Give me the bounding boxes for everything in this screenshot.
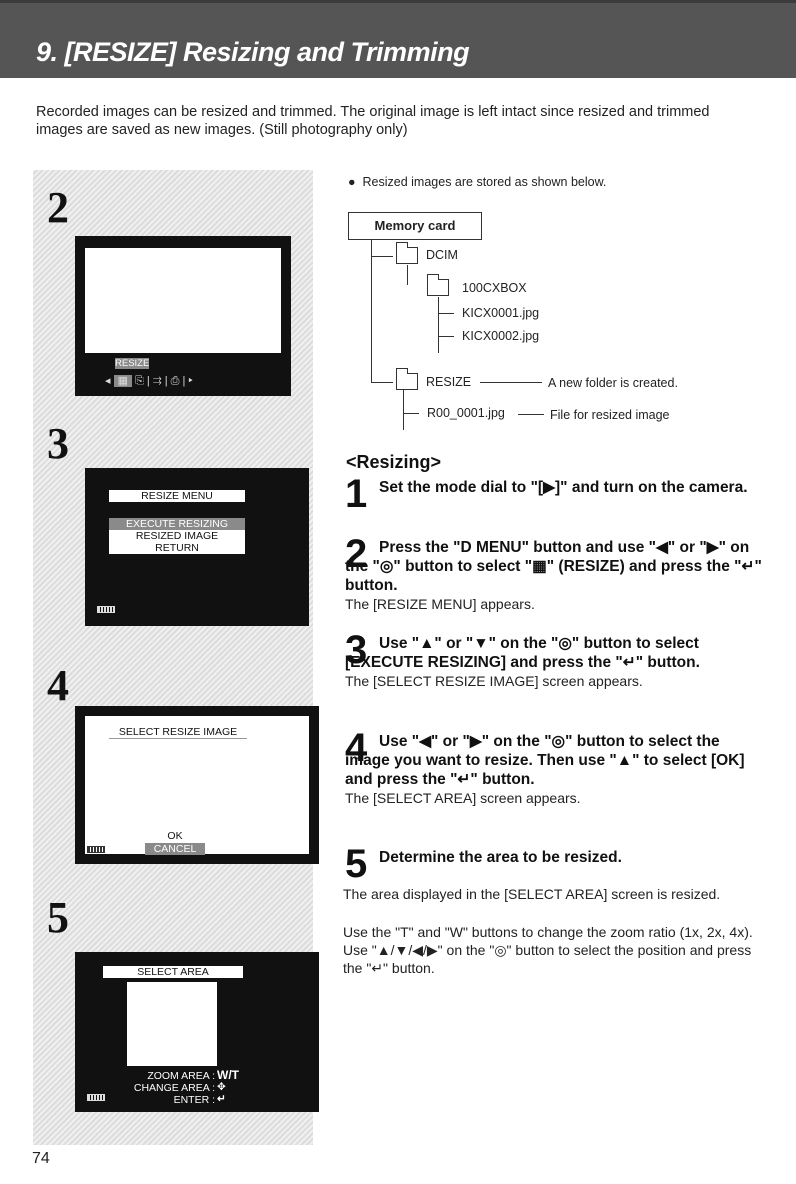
paragraph: The area displayed in the [SELECT AREA] … bbox=[343, 886, 721, 902]
tree-line bbox=[403, 413, 419, 414]
step-2: 2 Press the "D MENU" button and use "◀" … bbox=[345, 534, 765, 613]
step-number: 5 bbox=[345, 842, 368, 886]
tree-line bbox=[403, 390, 404, 430]
step-4: 4 Use "◀" or "▶" on the "◎" button to se… bbox=[345, 728, 765, 807]
zoom-area-value: W/T bbox=[217, 1068, 239, 1082]
right-arrow-icon: ▸ bbox=[188, 375, 193, 387]
resized-file-label: R00_0001.jpg bbox=[427, 406, 505, 420]
step-number: 1 bbox=[345, 472, 368, 516]
tree-line bbox=[371, 256, 393, 257]
resize-folder-label: RESIZE bbox=[426, 375, 472, 389]
tree-line bbox=[438, 297, 439, 353]
folder-icon bbox=[395, 368, 418, 390]
paragraph: Use the "T" and "W" buttons to change th… bbox=[343, 924, 753, 976]
tree-line bbox=[438, 313, 454, 314]
menu-item-return: RETURN bbox=[109, 542, 245, 554]
tree-line bbox=[371, 240, 372, 382]
memory-card-box: Memory card bbox=[348, 212, 482, 240]
tree-line bbox=[480, 382, 542, 383]
step-heading: Press the "D MENU" button and use "◀" or… bbox=[345, 539, 762, 594]
enter-label: ENTER : bbox=[173, 1094, 215, 1106]
ok-option: OK bbox=[167, 830, 183, 842]
step-description: The [SELECT AREA] screen appears. bbox=[345, 790, 581, 806]
battery-icon bbox=[97, 606, 115, 613]
figure-step-number: 4 bbox=[47, 661, 69, 710]
figure-column: 2 RESIZE ◂ ▦ ⎘ | ⇉ | ⎙ | ▸ 3 RESIZE MENU… bbox=[33, 170, 319, 1145]
file-label: KICX0001.jpg bbox=[462, 306, 540, 320]
step-number: 2 bbox=[345, 532, 368, 576]
tree-line bbox=[407, 265, 408, 285]
menu-icons-row: ◂ ▦ ⎘ | ⇉ | ⎙ | ▸ bbox=[105, 375, 193, 387]
enter-icon: ↵ bbox=[217, 1093, 226, 1105]
lcd-screen-step5: SELECT AREA ZOOM AREA : W/T CHANGE AREA … bbox=[75, 952, 319, 1112]
subfolder-label: 100CXBOX bbox=[462, 281, 527, 295]
step-heading: Set the mode dial to "[▶]" and turn on t… bbox=[379, 479, 748, 496]
zoom-area-label: ZOOM AREA : bbox=[147, 1070, 215, 1082]
tree-bullet: ● Resized images are stored as shown bel… bbox=[348, 175, 606, 189]
select-area-title: SELECT AREA bbox=[103, 966, 243, 978]
print-icon: ⎙ bbox=[170, 375, 180, 387]
step-description: The [SELECT RESIZE IMAGE] screen appears… bbox=[345, 673, 643, 689]
trim-icon: ⎘ bbox=[135, 375, 144, 387]
intro-text: Recorded images can be resized and trimm… bbox=[36, 104, 710, 138]
resize-icon: ▦ bbox=[113, 375, 132, 387]
area-selection-box bbox=[127, 982, 217, 1066]
tree-line bbox=[438, 336, 454, 337]
battery-icon bbox=[87, 1094, 105, 1101]
resize-menu-label: RESIZE bbox=[115, 358, 150, 369]
step-1: 1 Set the mode dial to "[▶]" and turn on… bbox=[345, 474, 765, 514]
change-area-label: CHANGE AREA : bbox=[133, 1082, 215, 1094]
four-way-arrow-icon: ✥ bbox=[217, 1081, 226, 1093]
lcd-image-area bbox=[85, 716, 309, 854]
playback-icon: ⇉ bbox=[152, 375, 162, 387]
step-heading: Use "◀" or "▶" on the "◎" button to sele… bbox=[345, 733, 745, 788]
resized-file-note: File for resized image bbox=[550, 408, 670, 422]
figure-step-number: 2 bbox=[47, 183, 69, 232]
resize-folder-note: A new folder is created. bbox=[548, 376, 678, 390]
step-number: 4 bbox=[345, 726, 368, 770]
left-arrow-icon: ◂ bbox=[105, 375, 111, 387]
page-number: 74 bbox=[32, 1150, 50, 1167]
resize-menu-title: RESIZE MENU bbox=[109, 490, 245, 502]
step-number: 3 bbox=[345, 628, 368, 672]
figure-step-number: 5 bbox=[47, 893, 69, 942]
page-header: 9. [RESIZE] Resizing and Trimming bbox=[0, 0, 796, 78]
bullet-icon: ● bbox=[348, 175, 356, 189]
select-resize-image-title: SELECT RESIZE IMAGE bbox=[109, 726, 247, 739]
folder-icon bbox=[426, 274, 449, 296]
page-title: 9. [RESIZE] Resizing and Trimming bbox=[36, 37, 470, 67]
section-title: <Resizing> bbox=[346, 452, 442, 472]
step-heading: Use "▲" or "▼" on the "◎" button to sele… bbox=[345, 635, 700, 671]
folder-icon bbox=[395, 242, 418, 264]
step-description: The [RESIZE MENU] appears. bbox=[345, 596, 535, 612]
lcd-preview bbox=[85, 248, 281, 353]
battery-icon bbox=[87, 846, 105, 853]
step-heading: Determine the area to be resized. bbox=[379, 849, 622, 866]
lcd-screen-step2: RESIZE ◂ ▦ ⎘ | ⇉ | ⎙ | ▸ bbox=[75, 236, 291, 396]
lcd-screen-step3: RESIZE MENU EXECUTE RESIZING RESIZED IMA… bbox=[85, 468, 309, 626]
tree-bullet-text: Resized images are stored as shown below… bbox=[362, 175, 607, 189]
tree-line bbox=[518, 414, 544, 415]
cancel-option: CANCEL bbox=[145, 843, 205, 855]
tree-line bbox=[371, 382, 393, 383]
menu-item-execute-resizing: EXECUTE RESIZING bbox=[109, 518, 245, 530]
lcd-screen-step4: SELECT RESIZE IMAGE OK CANCEL bbox=[75, 706, 319, 864]
dcim-folder-label: DCIM bbox=[426, 248, 458, 262]
step-5: 5 Determine the area to be resized. bbox=[345, 844, 765, 884]
figure-step-number: 3 bbox=[47, 419, 69, 468]
file-label: KICX0002.jpg bbox=[462, 329, 540, 343]
step-3: 3 Use "▲" or "▼" on the "◎" button to se… bbox=[345, 630, 765, 690]
